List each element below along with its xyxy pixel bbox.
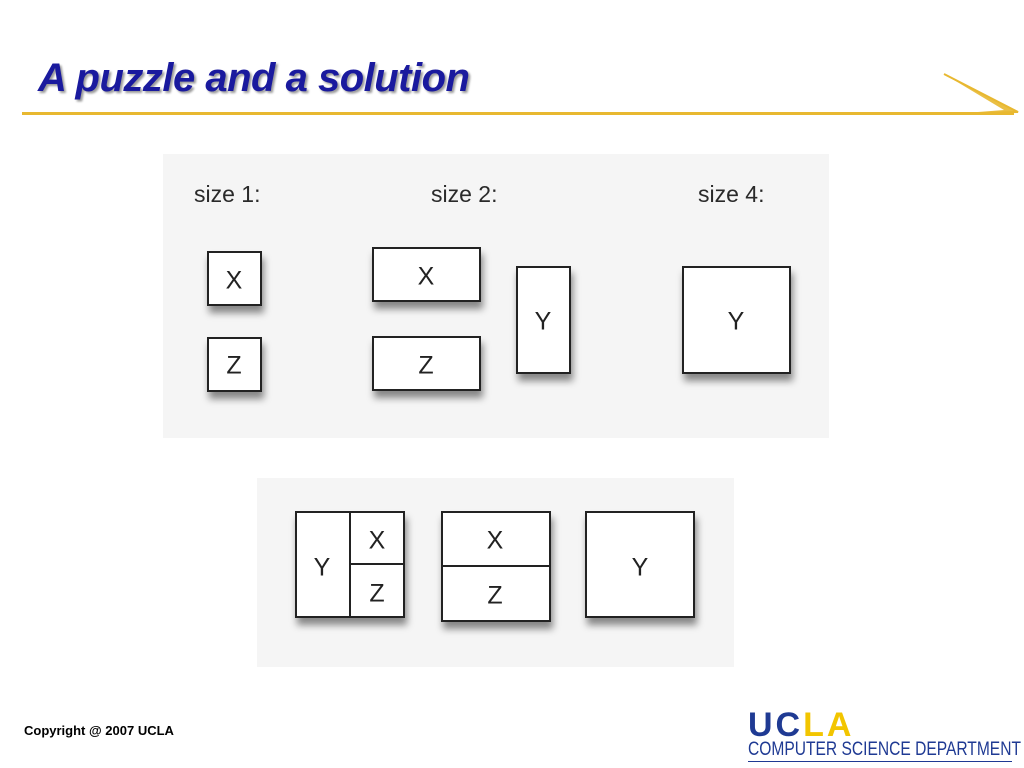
solution1-divider-horizontal: [350, 563, 405, 565]
size2-tile-z: [372, 336, 481, 391]
footer-copyright: Copyright @ 2007 UCLA: [24, 723, 174, 738]
department-underline: [748, 761, 1012, 762]
size4-tile-y: [682, 266, 791, 374]
solution1-y-label: Y: [313, 553, 331, 582]
size-2-label: size 2:: [431, 181, 498, 207]
logo-la: LA: [803, 706, 855, 744]
size1-tile-x-label: X: [225, 266, 243, 295]
size2-tile-z-label: Z: [418, 351, 434, 380]
slide-title: A puzzle and a solution: [38, 56, 470, 100]
ucla-logo: UCLA: [748, 708, 854, 742]
solution3-y-label: Y: [631, 553, 649, 582]
solution2-x-label: X: [486, 526, 504, 555]
size-1-label: size 1:: [194, 181, 261, 207]
size1-tile-x: [207, 251, 262, 306]
title-arrow-icon: [943, 73, 1019, 115]
size2-tile-y: [516, 266, 571, 374]
size2-tile-y-label: Y: [534, 307, 552, 336]
size1-tile-z-label: Z: [226, 351, 242, 380]
solution1-z-label: Z: [369, 579, 385, 608]
solution2-divider-horizontal: [441, 565, 551, 567]
size4-tile-y-label: Y: [727, 307, 745, 336]
size1-tile-z: [207, 337, 262, 392]
solution1-x-label: X: [368, 526, 386, 555]
size2-tile-x-label: X: [417, 262, 435, 291]
size-4-label: size 4:: [698, 181, 765, 207]
size2-tile-x: [372, 247, 481, 302]
department-name: COMPUTER SCIENCE DEPARTMENT: [748, 739, 1021, 760]
logo-uc: UC: [748, 706, 804, 744]
title-rule: [22, 112, 1014, 115]
solution2-z-label: Z: [487, 581, 503, 610]
solution3-tile: [585, 511, 695, 618]
